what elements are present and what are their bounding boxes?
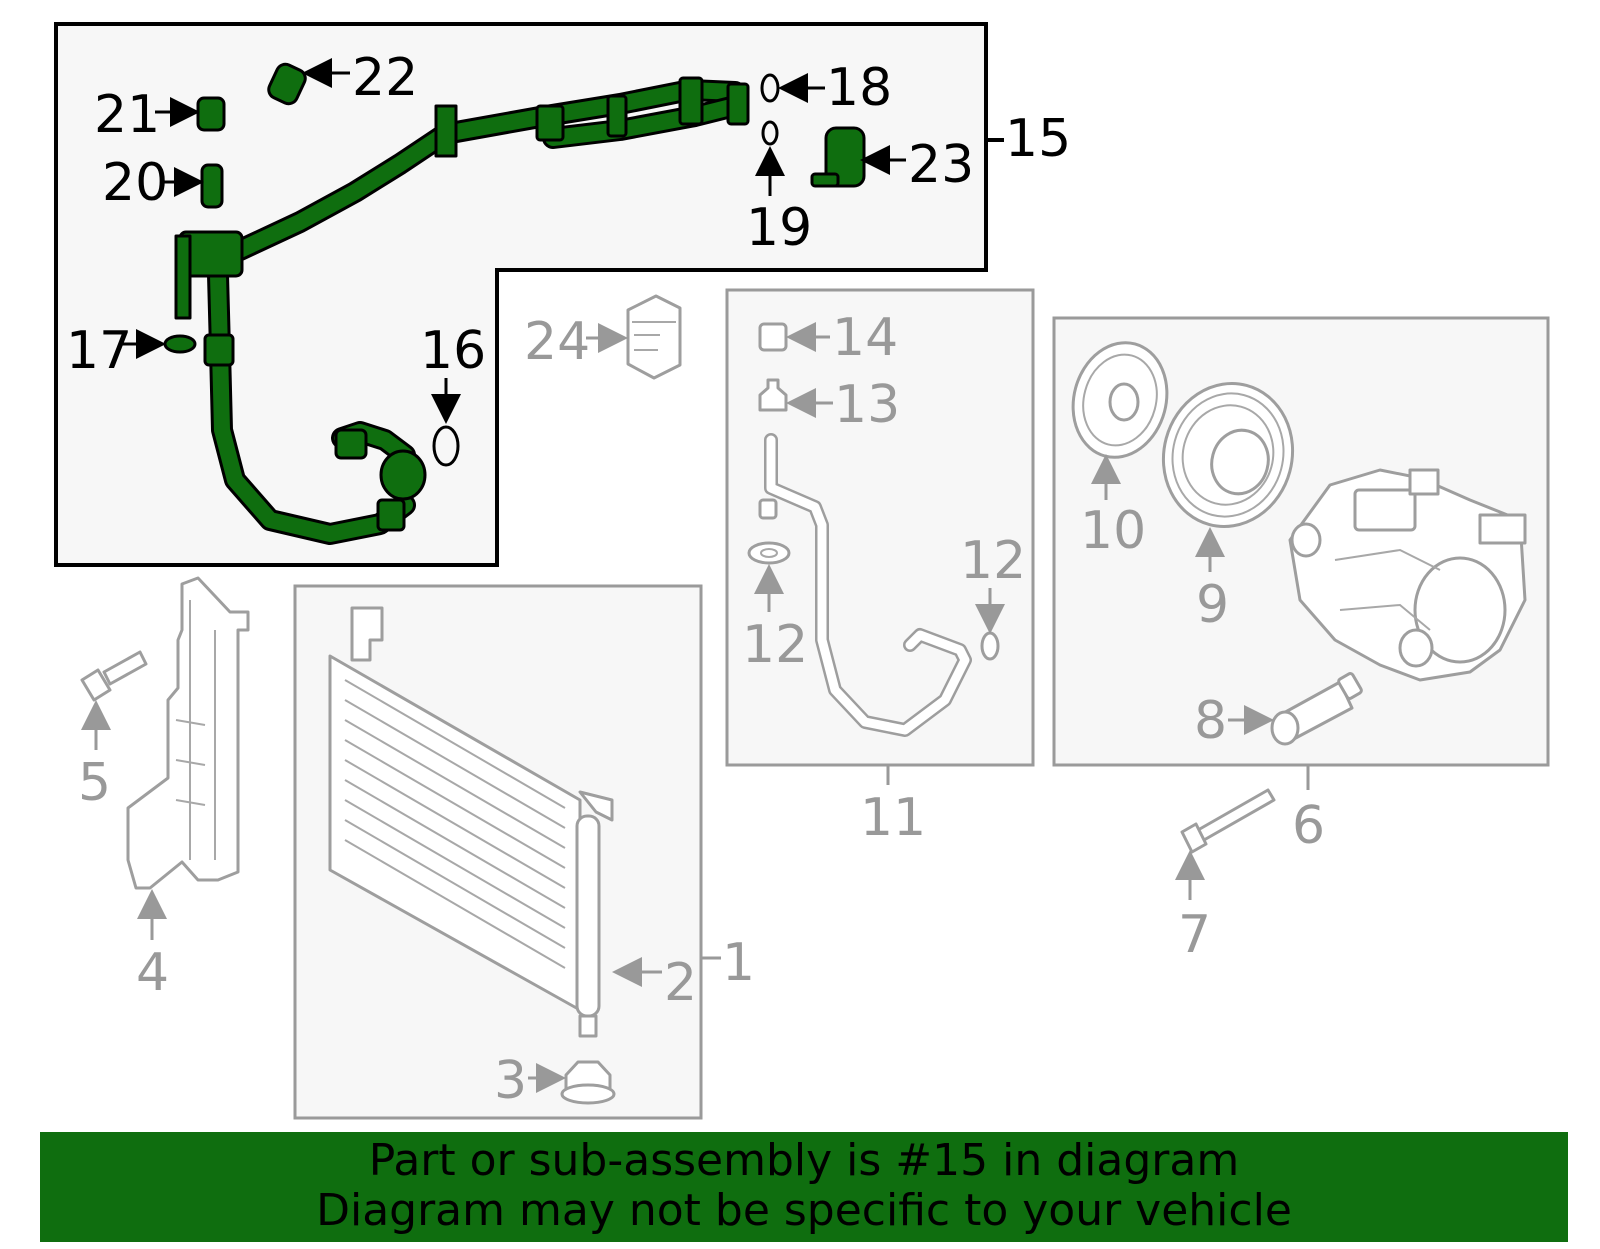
assembly-15-box xyxy=(54,22,988,567)
callout-10: 10 xyxy=(1080,501,1146,561)
part-9-pulley[interactable] xyxy=(1148,369,1309,541)
assembly-11-box xyxy=(725,288,1035,767)
part-21-cap[interactable] xyxy=(196,96,226,132)
callout-21: 21 xyxy=(94,85,160,145)
callout-19: 19 xyxy=(746,198,812,258)
callout-12-right: 12 xyxy=(960,531,1026,591)
callout-11: 11 xyxy=(860,788,926,848)
callout-1: 1 xyxy=(722,933,755,993)
callout-22: 22 xyxy=(352,48,418,108)
callout-6: 6 xyxy=(1292,796,1325,856)
part-17-seal[interactable] xyxy=(163,334,197,354)
callout-4: 4 xyxy=(136,943,169,1003)
callout-9: 9 xyxy=(1196,575,1229,635)
part-12-o-ring-right[interactable] xyxy=(980,631,1000,661)
part-4-air-guide[interactable] xyxy=(126,576,250,890)
callout-17: 17 xyxy=(66,321,132,381)
part-16-o-ring[interactable] xyxy=(432,425,460,467)
part-1-condenser[interactable] xyxy=(328,606,614,1038)
callout-2: 2 xyxy=(664,953,697,1013)
info-banner: Part or sub-assembly is #15 in diagram D… xyxy=(40,1132,1568,1242)
part-20-cap[interactable] xyxy=(200,163,224,209)
part-7-bolt[interactable] xyxy=(1180,788,1276,854)
part-5-bolt[interactable] xyxy=(80,650,148,702)
callout-24: 24 xyxy=(524,312,590,372)
callout-7: 7 xyxy=(1178,905,1211,965)
part-19-o-ring[interactable] xyxy=(761,120,779,146)
part-12-o-ring-left[interactable] xyxy=(747,541,791,565)
part-6-compressor[interactable] xyxy=(1288,468,1527,682)
part-24-bracket[interactable] xyxy=(626,294,682,380)
ac-hose-assembly[interactable] xyxy=(174,76,750,545)
callout-18: 18 xyxy=(826,58,892,118)
callout-15: 15 xyxy=(1005,109,1071,169)
part-3-cap[interactable] xyxy=(560,1060,616,1105)
part-8-switch[interactable] xyxy=(1270,672,1363,746)
callout-5: 5 xyxy=(78,753,111,813)
part-13-valve-cap[interactable] xyxy=(758,378,788,412)
callout-20: 20 xyxy=(102,153,168,213)
part-11-hose[interactable] xyxy=(758,433,972,737)
part-14-cap[interactable] xyxy=(758,322,788,352)
callout-14: 14 xyxy=(832,308,898,368)
callout-3: 3 xyxy=(494,1051,527,1111)
callout-8: 8 xyxy=(1194,691,1227,751)
part-22-cap[interactable] xyxy=(266,61,308,106)
banner-line-2: Diagram may not be specific to your vehi… xyxy=(316,1185,1292,1236)
callout-16: 16 xyxy=(420,321,486,381)
callout-12-left: 12 xyxy=(742,615,808,675)
callout-23: 23 xyxy=(908,135,974,195)
banner-line-1: Part or sub-assembly is #15 in diagram xyxy=(368,1135,1240,1186)
callout-13: 13 xyxy=(834,375,900,435)
